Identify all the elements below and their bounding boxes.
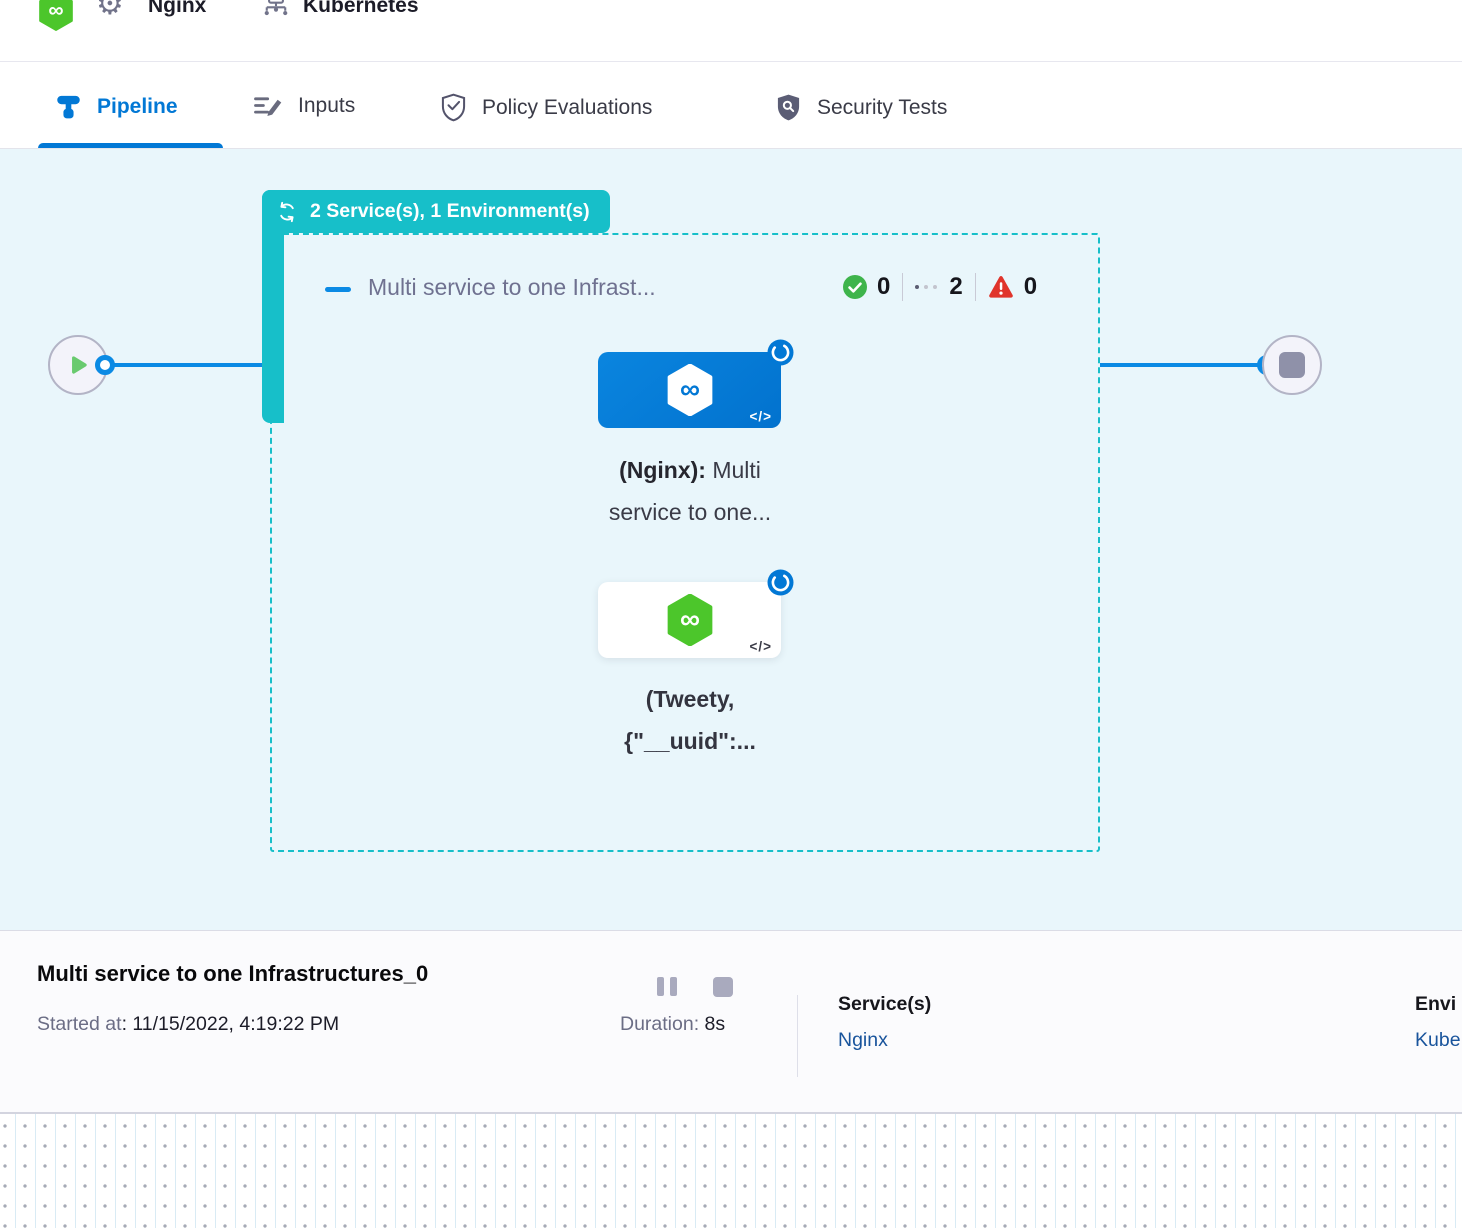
- tab-policy-label: Policy Evaluations: [482, 95, 653, 119]
- loop-strategy-bar: [262, 190, 284, 423]
- service-node-tweety[interactable]: ∞ </>: [598, 569, 794, 658]
- started-at-label: Started at: [37, 1013, 122, 1035]
- node-tweety-name-line2: {"__uuid":...: [624, 728, 756, 754]
- svg-text:∞: ∞: [48, 0, 63, 22]
- tab-pipeline-label: Pipeline: [97, 94, 178, 118]
- failed-icon: [988, 276, 1013, 298]
- info-divider: [797, 995, 798, 1077]
- status-divider: [974, 273, 976, 301]
- node-nginx-desc: Multi: [705, 457, 761, 483]
- tab-policy-evaluations[interactable]: Policy Evaluations: [440, 93, 652, 122]
- loop-icon: [280, 201, 294, 222]
- execution-info-bar: Multi service to one Infrastructures_0 S…: [0, 930, 1462, 1112]
- collapse-stage-icon[interactable]: [325, 287, 351, 292]
- running-icon: [915, 285, 938, 289]
- harness-hexagon-icon: ∞: [667, 364, 712, 416]
- environments-link[interactable]: Kube: [1415, 1029, 1461, 1051]
- active-tab-underline: [38, 143, 223, 148]
- loop-strategy-badge: 2 Service(s), 1 Environment(s): [262, 190, 610, 233]
- execution-title: Multi service to one Infrastructures_0: [37, 961, 429, 986]
- success-count: 0: [877, 273, 891, 300]
- node-nginx-name: (Nginx):: [619, 457, 706, 483]
- success-icon: [843, 275, 867, 299]
- stop-icon: [1279, 352, 1305, 378]
- services-link[interactable]: Nginx: [838, 1029, 888, 1051]
- inputs-icon: [253, 93, 283, 119]
- status-divider: [902, 273, 904, 301]
- service-node-nginx[interactable]: ∞ </>: [598, 339, 794, 428]
- node-nginx-desc-line2: service to one...: [608, 499, 772, 525]
- duration-label: Duration:: [620, 1013, 705, 1035]
- code-icon: </>: [749, 409, 772, 424]
- tab-bar: Pipeline Inputs Policy Evaluations: [0, 62, 1462, 149]
- svg-text:∞: ∞: [679, 603, 699, 634]
- running-count: 2: [949, 273, 963, 300]
- node-label-nginx: (Nginx): Multi service to one...: [550, 449, 830, 533]
- pipeline-icon: [55, 93, 82, 120]
- running-spinner-badge: [767, 339, 794, 366]
- environments-label: Envi: [1415, 993, 1457, 1015]
- harness-hexagon-icon: ∞: [667, 594, 712, 646]
- services-summary: Service(s) Nginx: [838, 993, 931, 1052]
- stop-button[interactable]: [713, 977, 733, 997]
- console-grid-area: [0, 1112, 1462, 1228]
- tab-pipeline[interactable]: Pipeline: [55, 93, 178, 120]
- started-at: Started at: 11/15/2022, 4:19:22 PM: [37, 1013, 339, 1036]
- header-service-name[interactable]: Nginx: [148, 0, 207, 17]
- duration: Duration: 8s: [620, 1013, 725, 1036]
- running-spinner-badge: [767, 569, 794, 596]
- pipeline-canvas: 2 Service(s), 1 Environment(s) Multi ser…: [0, 149, 1462, 930]
- duration-value: 8s: [704, 1013, 726, 1035]
- services-label: Service(s): [838, 993, 932, 1015]
- tab-security-label: Security Tests: [817, 95, 948, 119]
- edge-start-to-stage: [105, 363, 264, 367]
- tab-security-tests[interactable]: Security Tests: [775, 93, 947, 122]
- loop-badge-label: 2 Service(s), 1 Environment(s): [310, 200, 590, 222]
- stage-group-box: [270, 233, 1100, 852]
- security-shield-scan-icon: [775, 93, 802, 122]
- pipeline-start-node[interactable]: [48, 335, 108, 395]
- environment-icon: [261, 0, 291, 20]
- failed-count: 0: [1023, 273, 1038, 300]
- svg-text:∞: ∞: [679, 373, 699, 404]
- environments-summary: Envi Kube: [1415, 993, 1461, 1052]
- stage-status-counts: 0 2 0: [843, 273, 1037, 301]
- pause-button[interactable]: [657, 977, 677, 996]
- play-icon: [72, 356, 87, 374]
- tab-inputs-label: Inputs: [298, 94, 356, 117]
- gear-icon: ⚙: [96, 0, 124, 21]
- pipeline-end-node[interactable]: [1262, 335, 1322, 395]
- started-at-value: : 11/15/2022, 4:19:22 PM: [121, 1013, 340, 1035]
- harness-service-logo-icon: ∞: [38, 0, 74, 31]
- node-label-tweety: (Tweety, {"__uuid":...: [550, 678, 830, 762]
- code-icon: </>: [749, 639, 772, 654]
- entity-header: ∞ ⚙ Nginx Kubernetes: [0, 0, 1462, 62]
- tab-inputs[interactable]: Inputs: [253, 93, 355, 119]
- edge-stage-to-end: [1100, 363, 1267, 367]
- header-environment-name[interactable]: Kubernetes: [303, 0, 419, 17]
- policy-shield-check-icon: [440, 93, 467, 122]
- edge-connector-left[interactable]: [95, 355, 115, 375]
- node-tweety-name: (Tweety,: [645, 686, 735, 712]
- stage-group-title[interactable]: Multi service to one Infrast...: [368, 274, 656, 300]
